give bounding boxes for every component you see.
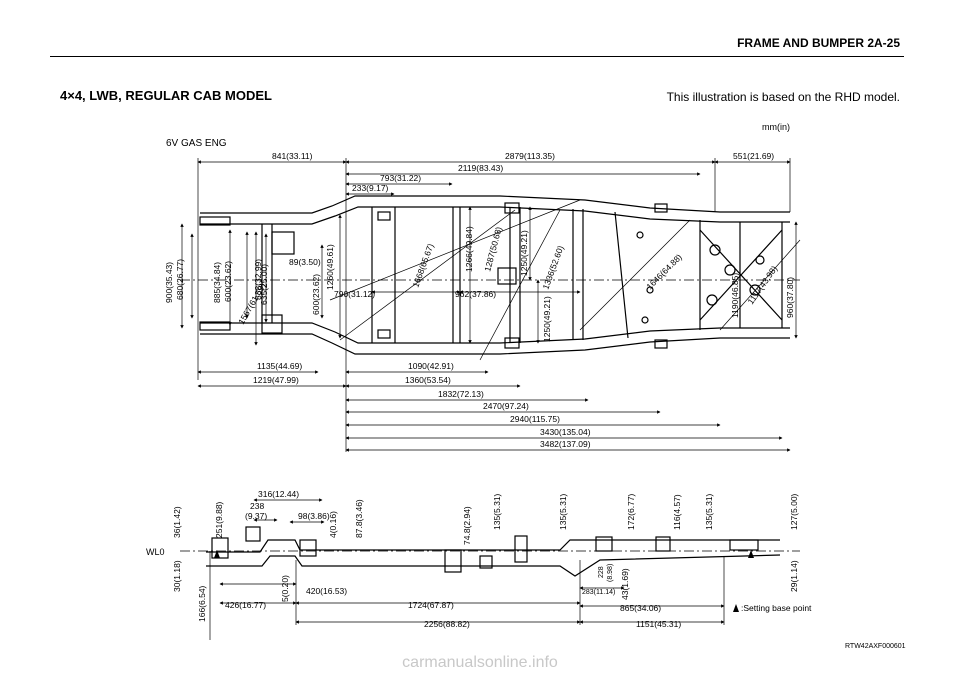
dim-1832: 1832(72.13) (438, 389, 484, 399)
header-title: FRAME AND BUMPER 2A-25 (737, 36, 900, 50)
dim-680: 680(26.77) (175, 259, 185, 300)
dim-316: 316(12.44) (258, 489, 299, 499)
dim-793: 793(31.22) (380, 173, 421, 183)
dim-2119: 2119(83.43) (458, 163, 503, 173)
dim-790: 790(31.12) (334, 289, 375, 299)
dim-4: 4(0.16) (328, 511, 338, 538)
engine-label: 6V GAS ENG (166, 138, 227, 149)
dim-238-in: (9.37) (245, 511, 267, 521)
water-line-label: WL0 (146, 547, 165, 557)
dim-30: 30(1.18) (172, 560, 182, 592)
top-dimension-lines (180, 158, 801, 452)
dim-251: 251(9.88) (214, 501, 224, 538)
dim-135a: 135(5.31) (492, 493, 502, 530)
dim-635: 635(25.00) (259, 264, 269, 305)
dim-135c: 135(5.31) (704, 493, 714, 530)
dim-116: 116(4.57) (672, 494, 682, 530)
dim-1646: 1646(64.88) (644, 252, 684, 292)
header-rule (50, 56, 904, 57)
dim-1668: 1668(65.67) (410, 242, 435, 289)
dim-2256: 2256(88.82) (424, 619, 470, 629)
dim-426: 426(16.77) (225, 600, 266, 610)
dim-5: 5(0.20) (280, 575, 290, 602)
dim-135b: 135(5.31) (558, 493, 568, 530)
dim-420: 420(16.53) (306, 586, 347, 596)
side-dimension-lines (209, 498, 725, 640)
dim-1336: 1336(52.60) (540, 244, 565, 291)
setting-base-points (214, 550, 754, 612)
dim-1724: 1724(67.87) (408, 600, 454, 610)
dim-551: 551(21.69) (733, 151, 774, 161)
frame-top-view (199, 195, 790, 355)
figure-code: RTW42AXF000601 (845, 643, 906, 650)
dim-36: 36(1.42) (172, 506, 182, 538)
dim-838: 838(32.99) (253, 259, 263, 300)
dim-885: 885(34.84) (212, 262, 222, 303)
dim-1360: 1360(53.54) (405, 375, 451, 385)
frame-side-view (206, 526, 781, 577)
dim-1219: 1219(47.99) (253, 375, 299, 385)
dim-1266: 1266(49.84) (464, 226, 474, 272)
dim-841: 841(33.11) (272, 151, 313, 161)
dim-3430: 3430(135.04) (540, 427, 591, 437)
legend-triangle-icon (733, 604, 739, 612)
dim-2470: 2470(97.24) (483, 401, 529, 411)
model-title: 4×4, LWB, REGULAR CAB MODEL (60, 88, 272, 103)
dim-74: 74.8(2.94) (462, 506, 472, 545)
units-label: mm(in) (762, 122, 790, 132)
watermark: carmanualsonline.info (402, 654, 558, 671)
dim-1260: 1260(49.61) (325, 244, 335, 290)
dim-600a: 600(23.62) (223, 261, 233, 302)
dim-960: 960(37.80) (785, 277, 795, 318)
dim-900: 900(35.43) (164, 262, 174, 303)
dim-238: 238 (250, 501, 264, 511)
dim-962: 962(37.86) (455, 289, 496, 299)
dim-1135: 1135(44.69) (257, 361, 302, 371)
dim-166: 166(6.54) (197, 585, 207, 622)
dim-1250b: 1250(49.21) (542, 296, 552, 342)
dim-228-in: (8.98) (607, 564, 614, 582)
dim-2879: 2879(113.35) (505, 151, 555, 161)
dim-283: 283(11.14) (582, 589, 615, 596)
dim-43: 43(1.69) (620, 568, 630, 600)
dim-1250a: 1250(49.21) (519, 230, 529, 276)
dim-98: 98(3.86) (298, 511, 330, 521)
dim-127: 127(5.00) (789, 493, 799, 530)
dim-89: 89(3.50) (289, 257, 321, 267)
dim-600b: 600(23.62) (311, 274, 321, 315)
dim-3482: 3482(137.09) (540, 439, 591, 449)
dimension-labels: mm(in) 6V GAS ENG 841(33.11) 2879(113.35… (146, 122, 906, 650)
dim-29: 29(1.14) (789, 560, 799, 592)
dim-1190: 1190(46.85) (730, 273, 740, 318)
dim-233: 233(9.17) (352, 183, 389, 193)
legend-text: :Setting base point (741, 603, 812, 613)
dim-865: 865(34.06) (620, 603, 661, 613)
illustration-note: This illustration is based on the RHD mo… (666, 90, 900, 104)
dim-1287: 1287(50.68) (482, 225, 504, 272)
dim-172: 172(6.77) (626, 493, 636, 530)
dim-87: 87.8(3.46) (354, 499, 364, 538)
dim-2940: 2940(115.75) (510, 414, 560, 424)
dim-228: 228 (598, 566, 605, 578)
dim-1151: 1151(45.31) (636, 619, 681, 629)
dim-1090: 1090(42.91) (408, 361, 454, 371)
